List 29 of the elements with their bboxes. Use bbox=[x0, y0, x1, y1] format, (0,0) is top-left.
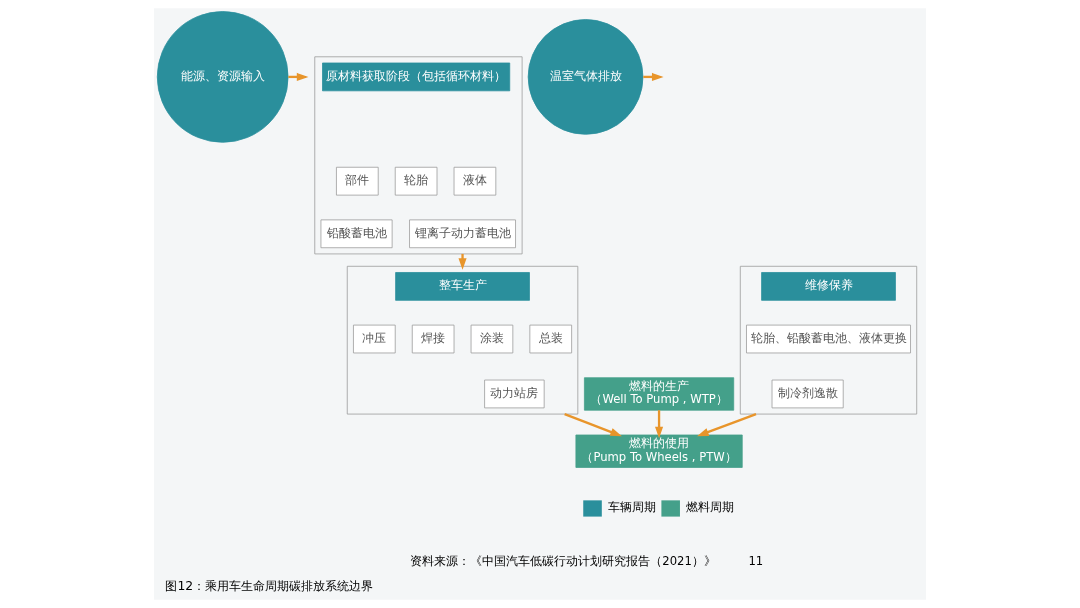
node-box: 动力站房 bbox=[484, 379, 545, 409]
node-circle: 能源、资源输入 bbox=[156, 11, 289, 143]
node-box: 燃料的生产 （Well To Pump , WTP） bbox=[584, 377, 735, 411]
node-box: 铅酸蓄电池 bbox=[320, 219, 393, 249]
label: 11 bbox=[748, 554, 764, 569]
node-box: 整车生产 bbox=[395, 272, 530, 301]
cluster bbox=[739, 265, 918, 415]
legend-label: 燃料周期 bbox=[686, 500, 735, 515]
node-box: 焊接 bbox=[411, 324, 455, 354]
node-box: 轮胎 bbox=[394, 166, 438, 196]
node-circle: 温室气体排放 bbox=[527, 19, 644, 135]
node-box: 制冷剂逸散 bbox=[771, 379, 844, 409]
caption: 图12：乘用车生命周期碳排放系统边界 bbox=[165, 578, 374, 593]
node-box: 液体 bbox=[453, 166, 497, 196]
node-box: 锂离子动力蓄电池 bbox=[409, 219, 516, 249]
node-box: 原材料获取阶段（包括循环材料） bbox=[322, 62, 511, 92]
cluster bbox=[314, 56, 523, 255]
node-box: 总装 bbox=[529, 324, 573, 354]
legend-label: 车辆周期 bbox=[608, 500, 656, 515]
arrow bbox=[697, 413, 757, 437]
node-box: 轮胎、铅酸蓄电池、液体更换 bbox=[746, 324, 911, 354]
label: 资料来源：《中国汽车低碳行动计划研究报告（2021）》 bbox=[410, 554, 716, 569]
node-box: 维修保养 bbox=[761, 272, 896, 301]
node-box: 部件 bbox=[336, 166, 379, 196]
node-box: 燃料的使用 （Pump To Wheels , PTW） bbox=[575, 434, 743, 468]
arrow bbox=[564, 413, 622, 437]
cluster bbox=[346, 265, 579, 415]
node-box: 冲压 bbox=[353, 324, 396, 354]
node-box: 涂装 bbox=[470, 324, 514, 354]
